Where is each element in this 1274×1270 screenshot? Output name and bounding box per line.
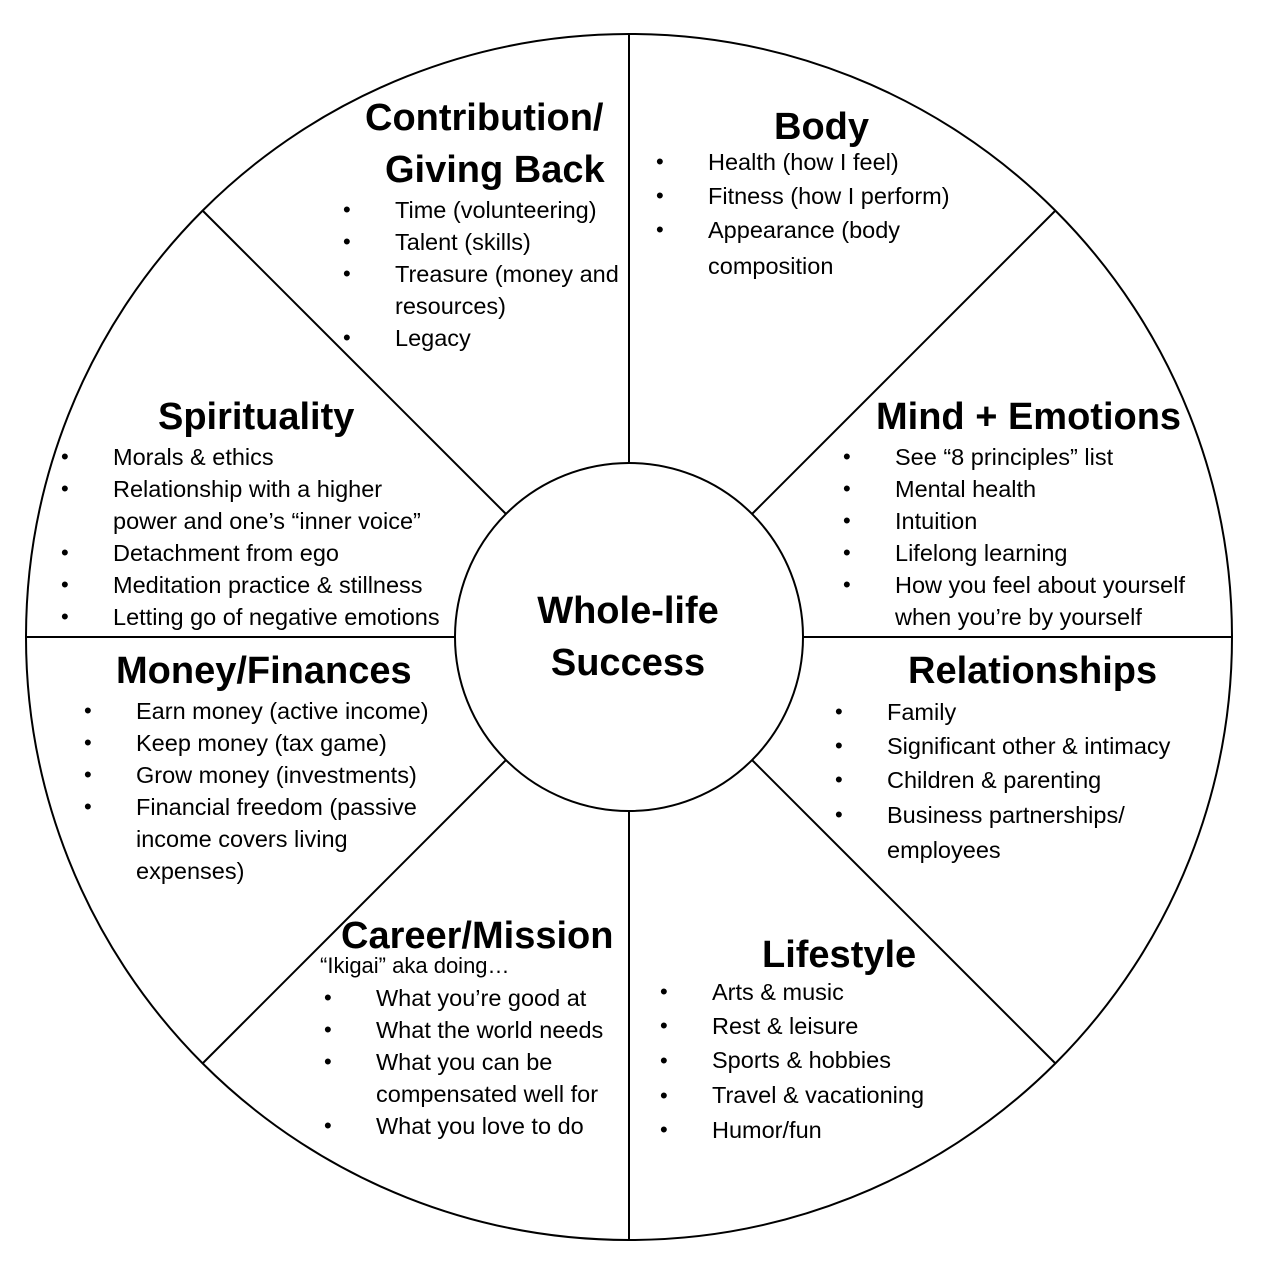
list-item: Treasure (money and — [343, 258, 619, 290]
list-item: Earn money (active income) — [84, 695, 428, 727]
center-title: Whole-life Success — [537, 590, 719, 684]
section-title: Mind + Emotions — [876, 396, 1182, 438]
section-title: Career/Mission — [341, 915, 614, 957]
list-item: Legacy — [343, 322, 619, 354]
list-item: Morals & ethics — [61, 441, 440, 473]
divider-top-right — [751, 210, 1056, 515]
section-title: Body — [774, 106, 869, 148]
section-money-finances: Money/Finances Earn money (active income… — [80, 645, 429, 887]
list-item: Travel & vacationing — [660, 1078, 924, 1113]
list-item: How you feel about yourself — [843, 569, 1185, 601]
list-item: Rest & leisure — [660, 1009, 924, 1043]
center-circle — [454, 462, 804, 812]
section-title: Relationships — [908, 650, 1158, 692]
section-mind-emotions: Mind + Emotions See “8 principles” list … — [838, 391, 1185, 633]
list-item: composition — [708, 253, 834, 279]
list-item: Humor/fun — [660, 1113, 924, 1147]
divider-top-left — [202, 210, 507, 515]
list-item: What the world needs — [324, 1014, 613, 1046]
list-item: Meditation practice & stillness — [61, 569, 440, 601]
list-item: Letting go of negative emotions — [61, 601, 440, 633]
list-item: Mental health — [843, 473, 1185, 505]
list-item: Family — [835, 695, 1170, 729]
section-contribution: Contribution/ Giving Back Time (voluntee… — [330, 92, 619, 354]
list-item: power and one’s “inner voice” — [113, 508, 421, 534]
list-item: employees — [887, 837, 1001, 863]
list-item: Health (how I feel) — [656, 145, 950, 179]
list-item: Appearance (body — [656, 213, 950, 247]
item-list: See “8 principles” list Mental health In… — [838, 441, 1185, 633]
list-item: income covers living — [136, 826, 348, 852]
item-list: Morals & ethics Relationship with a high… — [55, 441, 440, 633]
list-item: Sports & hobbies — [660, 1043, 924, 1078]
section-title: Spirituality — [158, 396, 355, 438]
list-item: resources) — [395, 293, 507, 319]
item-list: What you’re good at What the world needs… — [320, 982, 613, 1142]
list-item: Fitness (how I perform) — [656, 179, 950, 213]
item-list: Health (how I feel) Fitness (how I perfo… — [650, 145, 950, 285]
section-subtitle: “Ikigai” aka doing… — [320, 953, 510, 978]
list-item: Relationship with a higher — [61, 473, 440, 505]
list-item: Grow money (investments) — [84, 759, 429, 791]
section-spirituality: Spirituality Morals & ethics Relationshi… — [55, 391, 440, 633]
list-item: when you’re by yourself — [895, 604, 1142, 630]
list-item: What you love to do — [324, 1110, 613, 1142]
list-item: What you can be — [324, 1046, 613, 1078]
list-item: Significant other & intimacy — [835, 729, 1171, 763]
item-list: Earn money (active income) Keep money (t… — [80, 695, 429, 887]
list-item: expenses) — [136, 858, 245, 884]
section-title: Lifestyle — [762, 934, 917, 976]
list-item: Intuition — [843, 505, 1185, 537]
section-career-mission: Career/Mission “Ikigai” aka doing… What … — [320, 910, 613, 1142]
list-item: Financial freedom (passive — [84, 791, 429, 823]
list-item: Lifelong learning — [843, 537, 1185, 569]
list-item: Children & parenting — [835, 763, 1170, 797]
list-item: Business partnerships/ — [835, 797, 1170, 833]
item-list: Arts & music Rest & leisure Sports & hob… — [654, 975, 924, 1147]
divider-bottom-left — [202, 759, 507, 1064]
section-title: Contribution/ — [365, 97, 604, 139]
list-item: Detachment from ego — [61, 537, 440, 569]
section-title: Giving Back — [385, 149, 605, 191]
list-item: Keep money (tax game) — [84, 727, 429, 759]
item-list: Family Significant other & intimacy Chil… — [830, 695, 1171, 867]
list-item: See “8 principles” list — [843, 441, 1185, 473]
divider-bottom-right — [751, 759, 1056, 1064]
section-relationships: Relationships Family Significant other &… — [830, 645, 1171, 867]
list-item: compensated well for — [376, 1081, 599, 1107]
section-title: Money/Finances — [116, 650, 412, 692]
list-item: Time (volunteering) — [343, 194, 619, 226]
list-item: Talent (skills) — [343, 226, 619, 258]
item-list: Time (volunteering) Talent (skills) Trea… — [330, 194, 619, 354]
list-item: What you’re good at — [324, 982, 613, 1014]
section-body: Body Health (how I feel) Fitness (how I … — [650, 101, 950, 285]
list-item: Arts & music — [660, 975, 924, 1009]
section-lifestyle: Lifestyle Arts & music Rest & leisure Sp… — [654, 929, 924, 1147]
